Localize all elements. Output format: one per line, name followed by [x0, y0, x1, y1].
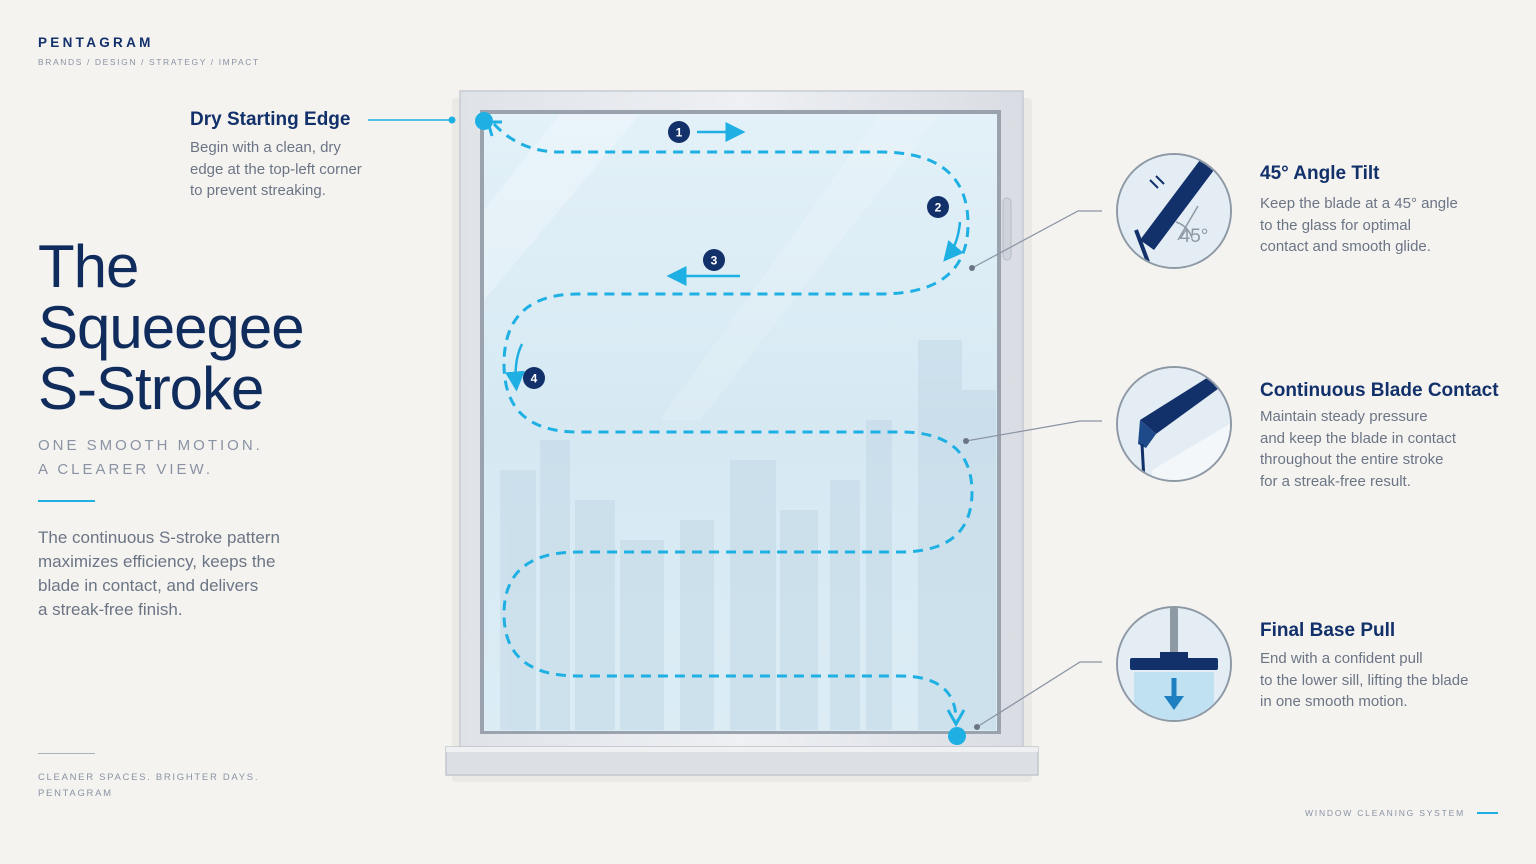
direction-arrow-down	[943, 221, 964, 262]
start-callout-line: edge at the top-left corner	[190, 160, 362, 178]
brand-logo: PENTAGRAM	[38, 35, 154, 50]
accent-divider	[38, 500, 95, 502]
feature-line: contact and smooth glide.	[1260, 238, 1431, 255]
feature-body-angle: Keep the blade at a 45° angle to the gla…	[1260, 193, 1458, 258]
feature-leader-dot	[969, 265, 975, 271]
blade-contact-icon	[1116, 366, 1232, 482]
brand-tags: BRANDS / DESIGN / STRATEGY / IMPACT	[38, 57, 260, 67]
hero-title-line: The	[38, 233, 139, 300]
intro-line: The continuous S-stroke pattern	[38, 528, 280, 547]
hero-title: The Squeegee S-Stroke	[38, 233, 305, 422]
end-point	[948, 727, 966, 745]
feature-title-pull: Final Base Pull	[1260, 620, 1396, 641]
feature-line: to the lower sill, lifting the blade	[1260, 671, 1469, 689]
system-divider	[1477, 812, 1498, 814]
footer-line: PENTAGRAM	[38, 788, 113, 799]
feature-leader-dot	[963, 438, 969, 444]
intro-line: a streak-free finish.	[38, 600, 183, 619]
feature-title-angle: 45° Angle Tilt	[1260, 163, 1380, 184]
feature-leader-line	[971, 210, 1102, 269]
angle-label: 45°	[1180, 226, 1209, 247]
glass-reflection	[484, 114, 640, 300]
feature-body-contact: Maintain steady pressure and keep the bl…	[1260, 406, 1456, 492]
start-callout-line: to prevent streaking.	[190, 182, 326, 199]
step-number: 3	[711, 254, 718, 268]
window-sill-highlight	[446, 747, 1038, 752]
feature-line: Keep the blade at a 45° angle	[1260, 195, 1458, 212]
feature-line: throughout the entire stroke	[1260, 451, 1444, 468]
feature-leader-line	[965, 420, 1102, 442]
system-label: WINDOW CLEANING SYSTEM	[1304, 808, 1465, 818]
feature-line: to the glass for optimal	[1260, 216, 1411, 234]
feature-line: for a streak-free result.	[1260, 472, 1411, 490]
hero-title-line: S-Stroke	[38, 355, 264, 422]
start-callout-body: Begin with a clean, dry edge at the top-…	[190, 137, 362, 202]
glass-reflection	[660, 114, 940, 420]
intro-text: The continuous S-stroke pattern maximize…	[38, 526, 318, 622]
feature-line: Maintain steady pressure	[1260, 408, 1428, 425]
tagline: ONE SMOOTH MOTION. A CLEARER VIEW.	[38, 434, 263, 482]
step-badge-3: 3	[703, 249, 725, 271]
feature-line: in one smooth motion.	[1260, 693, 1408, 710]
feature-line: End with a confident pull	[1260, 650, 1423, 667]
step-number: 2	[935, 201, 942, 215]
step-badge-1: 1	[668, 121, 690, 143]
angle-tilt-icon: 45°	[1116, 153, 1232, 269]
feature-line: and keep the blade in contact	[1260, 429, 1456, 447]
base-pull-icon	[1116, 606, 1232, 722]
end-arrowhead	[946, 709, 966, 728]
step-badge-4: 4	[523, 367, 545, 389]
feature-body-pull: End with a confident pull to the lower s…	[1260, 648, 1468, 713]
direction-arrow-turn	[504, 343, 525, 392]
start-callout-line: Begin with a clean, dry	[190, 139, 341, 156]
footer-divider	[38, 753, 95, 754]
tagline-line: A CLEARER VIEW.	[38, 461, 214, 478]
step-number: 4	[531, 372, 538, 386]
feature-title-contact: Continuous Blade Contact	[1260, 380, 1499, 401]
step-badge-2: 2	[927, 196, 949, 218]
start-point	[475, 112, 493, 130]
feature-leader-dot	[974, 724, 980, 730]
s-stroke-path	[492, 122, 974, 721]
hero-title-line: Squeegee	[38, 294, 305, 361]
footer-line: CLEANER SPACES. BRIGHTER DAYS.	[38, 772, 260, 783]
intro-line: blade in contact, and delivers	[38, 576, 259, 595]
tagline-line: ONE SMOOTH MOTION.	[38, 437, 263, 454]
window-glass	[484, 114, 997, 731]
start-callout-title: Dry Starting Edge	[190, 109, 351, 130]
city-skyline	[500, 340, 996, 730]
intro-line: maximizes efficiency, keeps the	[38, 552, 276, 571]
start-leader-dot	[448, 116, 456, 124]
feature-leader-line	[976, 661, 1102, 728]
step-number: 1	[676, 126, 683, 140]
footer-text: CLEANER SPACES. BRIGHTER DAYS. PENTAGRAM	[38, 770, 259, 802]
window-handle	[1002, 197, 1012, 261]
